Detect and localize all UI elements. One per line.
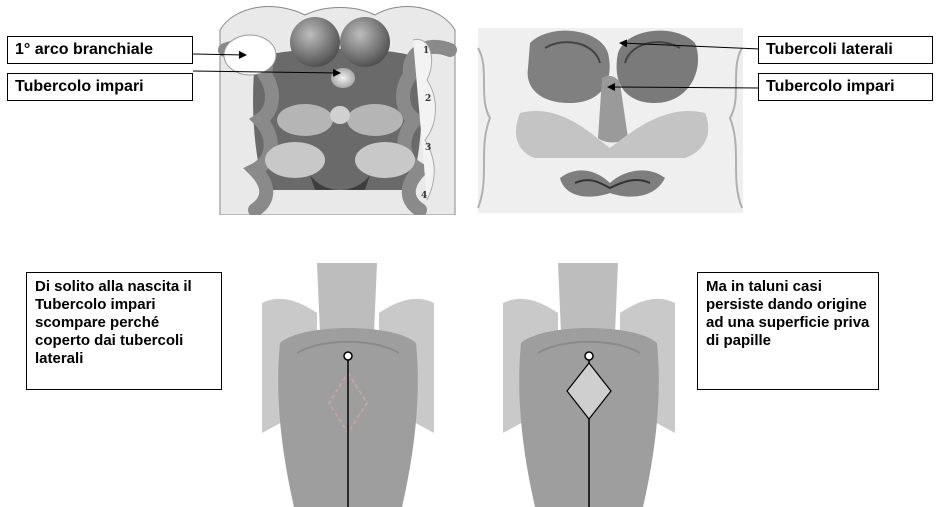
note-normal-development: Di solito alla nascita il Tubercolo impa… — [26, 272, 222, 390]
label-tubercle-impar-right: Tubercolo impari — [758, 73, 933, 101]
note-persistent-tubercle: Ma in taluni casi persiste dando origine… — [697, 272, 879, 390]
arrow-lateral-tubercles — [620, 43, 760, 49]
label-lateral-tubercles: Tubercoli laterali — [758, 36, 933, 64]
arrow-first-arch — [193, 54, 246, 55]
label-tubercle-impar-left: Tubercolo impari — [7, 73, 193, 101]
arrow-tubercle-impar-left — [193, 71, 340, 73]
label-first-branchial-arch: 1° arco branchiale — [7, 36, 193, 64]
arrow-tubercle-impar-right — [608, 87, 760, 88]
